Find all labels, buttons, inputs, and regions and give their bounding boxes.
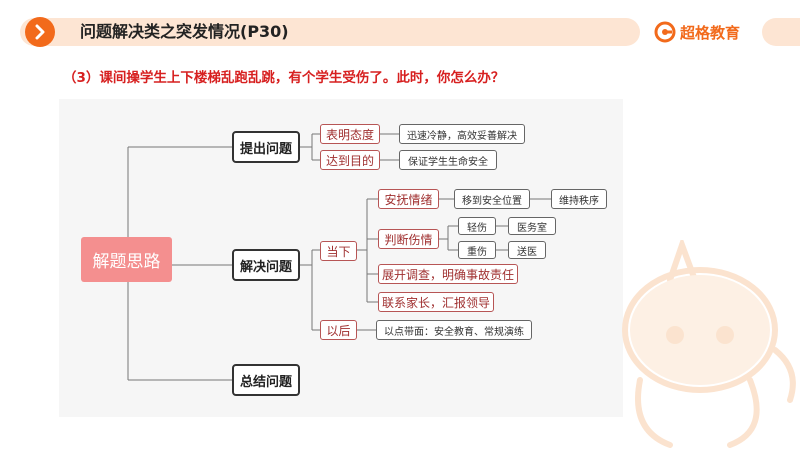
- arrow-right-icon: [25, 17, 55, 47]
- node-goal: 达到目的: [320, 150, 380, 170]
- brand-logo: 超格教育: [654, 18, 740, 46]
- node-goal-detail: 保证学生生命安全: [399, 150, 497, 170]
- node-contact: 联系家长，汇报领导: [378, 292, 494, 312]
- node-attitude-detail: 迅速冷静，高效妥善解决: [399, 124, 525, 144]
- node-judge: 判断伤情: [378, 229, 439, 249]
- node-now: 当下: [320, 241, 357, 261]
- node-later: 以后: [320, 320, 357, 340]
- mindmap-root: 解题思路: [81, 237, 172, 282]
- brand-logo-text: 超格教育: [680, 23, 741, 42]
- node-later-detail: 以点带面：安全教育、常规演练: [376, 320, 532, 340]
- header-decor-bar: [762, 18, 800, 46]
- node-order: 维持秩序: [551, 189, 607, 209]
- node-move: 移到安全位置: [454, 189, 530, 209]
- brand-logo-icon: [654, 21, 676, 43]
- node-hospital: 送医: [508, 241, 546, 259]
- mascot-illustration: [622, 240, 796, 448]
- node-calm: 安抚情绪: [378, 189, 439, 209]
- branch-solve: 解决问题: [232, 249, 300, 281]
- branch-summary: 总结问题: [232, 364, 300, 396]
- slide-title: 问题解决类之突发情况(P30): [80, 22, 289, 41]
- branch-propose: 提出问题: [232, 131, 300, 163]
- question-text: （3）课间操学生上下楼梯乱跑乱跳，有个学生受伤了。此时，你怎么办？: [63, 70, 505, 86]
- node-investigate: 展开调查，明确事故责任: [378, 264, 518, 284]
- node-attitude: 表明态度: [320, 124, 380, 144]
- node-clinic: 医务室: [508, 217, 556, 235]
- header-bar: [20, 18, 640, 46]
- node-light: 轻伤: [458, 217, 496, 235]
- node-heavy: 重伤: [458, 241, 496, 259]
